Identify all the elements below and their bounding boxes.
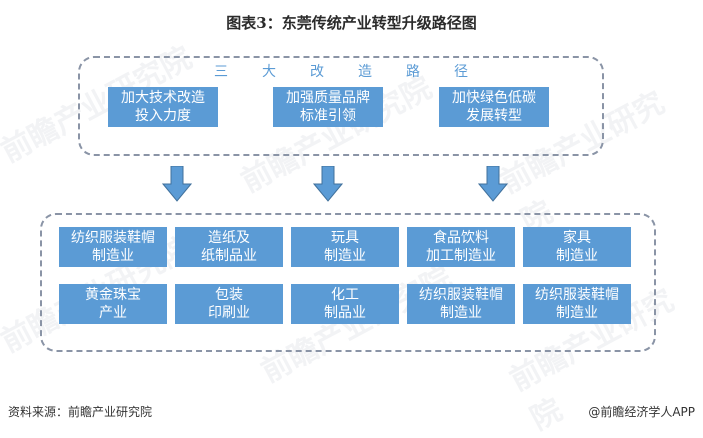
industry-box: 包装 印刷业 (175, 284, 283, 324)
transformation-paths-panel: 三 大 改 造 路 径 (78, 56, 604, 156)
credit-label: @前瞻经济学人APP (588, 405, 695, 419)
path-box-quality-brand: 加强质量品牌 标准引领 (273, 87, 383, 127)
industry-box: 纺织服装鞋帽 制造业 (523, 284, 631, 324)
industry-box: 化工 制品业 (291, 284, 399, 324)
industry-box: 纺织服装鞋帽 制造业 (407, 284, 515, 324)
path-box-green-lowcarbon: 加快绿色低碳 发展转型 (439, 87, 549, 127)
industry-box: 食品饮料 加工制造业 (407, 227, 515, 267)
source-note: 资料来源：前瞻产业研究院 (8, 405, 153, 419)
paths-label-char: 径 (454, 64, 468, 80)
down-arrow-icon (162, 166, 192, 202)
paths-label-char: 造 (358, 64, 372, 80)
down-arrow-icon (478, 166, 508, 202)
chart-title: 图表3：东莞传统产业转型升级路径图 (226, 14, 477, 32)
industry-box: 黄金珠宝 产业 (59, 284, 167, 324)
industries-panel (40, 213, 656, 352)
paths-label-char: 改 (310, 64, 324, 80)
paths-label-char: 三 (214, 64, 228, 80)
industry-box: 造纸及 纸制品业 (175, 227, 283, 267)
paths-label-char: 大 (262, 64, 276, 80)
paths-label: 三 大 改 造 路 径 (80, 61, 602, 81)
credit-note: @前瞻经济学人APP (588, 403, 695, 420)
industry-box: 玩具 制造业 (291, 227, 399, 267)
down-arrow-icon (313, 166, 343, 202)
industry-box: 家具 制造业 (523, 227, 631, 267)
industry-box: 纺织服装鞋帽 制造业 (59, 227, 167, 267)
paths-label-char: 路 (406, 64, 420, 80)
path-box-tech-upgrade: 加大技术改造 投入力度 (108, 87, 218, 127)
